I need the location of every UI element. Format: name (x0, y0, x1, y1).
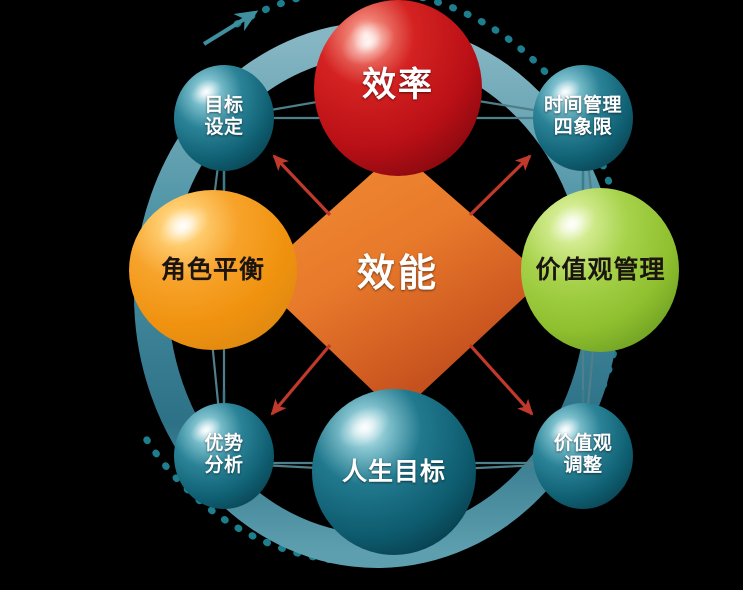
node-time-management-quadrants[interactable] (533, 65, 633, 171)
arrow-to-goal-setting (272, 154, 332, 217)
node-efficiency[interactable] (314, 0, 482, 176)
node-role-balance[interactable] (129, 190, 297, 350)
node-values-adjustment[interactable] (533, 403, 633, 509)
core-diamond (255, 150, 545, 415)
node-life-goals[interactable] (312, 389, 476, 555)
arrow-to-values-adjustment (468, 343, 534, 416)
node-goal-setting[interactable] (174, 65, 274, 171)
arrow-to-strength-analysis (270, 343, 332, 416)
node-values-management[interactable] (521, 188, 679, 352)
node-strength-analysis[interactable] (174, 403, 274, 509)
arrow-to-time-management (468, 154, 532, 217)
